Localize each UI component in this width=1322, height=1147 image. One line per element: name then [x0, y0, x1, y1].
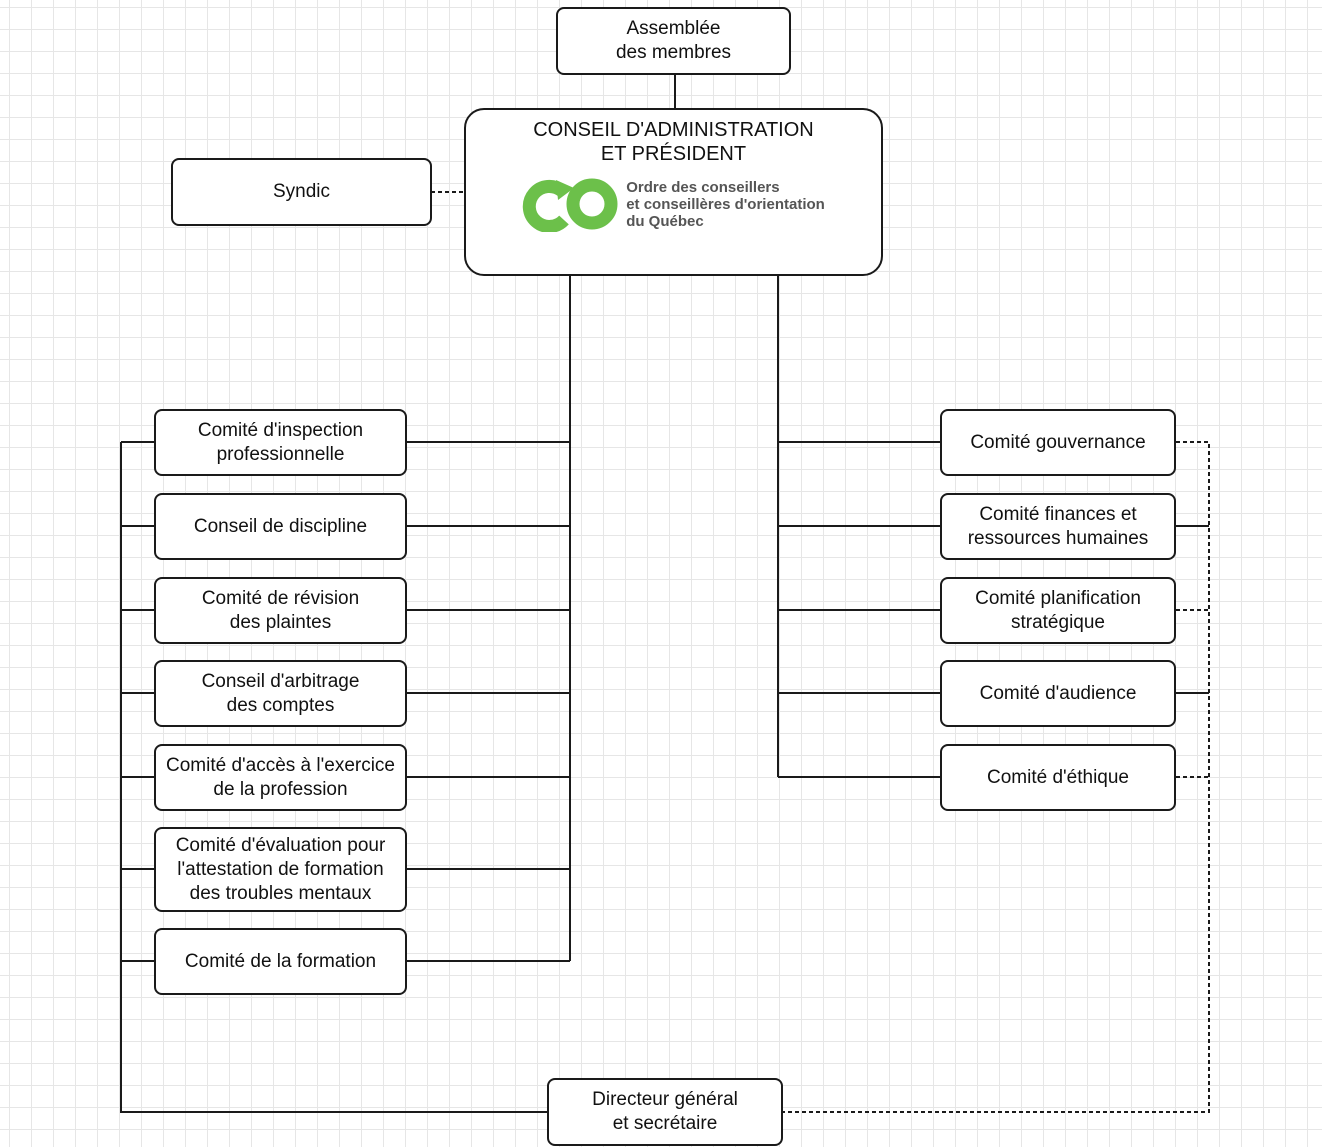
conseil-title: CONSEIL D'ADMINISTRATION ET PRÉSIDENT — [533, 119, 814, 165]
directeur-box[interactable]: Directeur général et secrétaire — [547, 1078, 783, 1146]
committee-ethique-box[interactable]: Comité d'éthique — [940, 744, 1176, 811]
committee-formation-box[interactable]: Comité de la formation — [154, 928, 407, 995]
syndic-box[interactable]: Syndic — [171, 158, 432, 226]
committee-gouvernance-box[interactable]: Comité gouvernance — [940, 409, 1176, 476]
ordre-logo: Ordre des conseillers et conseillères d'… — [522, 176, 825, 232]
committee-acces-exercice-box[interactable]: Comité d'accès à l'exercice de la profes… — [154, 744, 407, 811]
committee-finances-rh-box[interactable]: Comité finances et ressources humaines — [940, 493, 1176, 560]
committee-evaluation-troubles-box[interactable]: Comité d'évaluation pour l'attestation d… — [154, 827, 407, 912]
infinity-loop-logo-icon — [523, 178, 618, 232]
conseil-box[interactable]: CONSEIL D'ADMINISTRATION ET PRÉSIDENT Or… — [464, 108, 883, 276]
assemblee-box[interactable]: Assemblée des membres — [556, 7, 791, 75]
connector-right-dashed-bus — [782, 441, 1210, 1113]
committee-arbitrage-comptes-box[interactable]: Conseil d'arbitrage des comptes — [154, 660, 407, 727]
committee-revision-plaintes-box[interactable]: Comité de révision des plaintes — [154, 577, 407, 644]
committee-inspection-box[interactable]: Comité d'inspection professionnelle — [154, 409, 407, 476]
connector-directeur-bus — [120, 442, 548, 1113]
ordre-logo-text: Ordre des conseillers et conseillères d'… — [626, 178, 825, 230]
committee-discipline-box[interactable]: Conseil de discipline — [154, 493, 407, 560]
committee-audience-box[interactable]: Comité d'audience — [940, 660, 1176, 727]
committee-planification-box[interactable]: Comité planification stratégique — [940, 577, 1176, 644]
